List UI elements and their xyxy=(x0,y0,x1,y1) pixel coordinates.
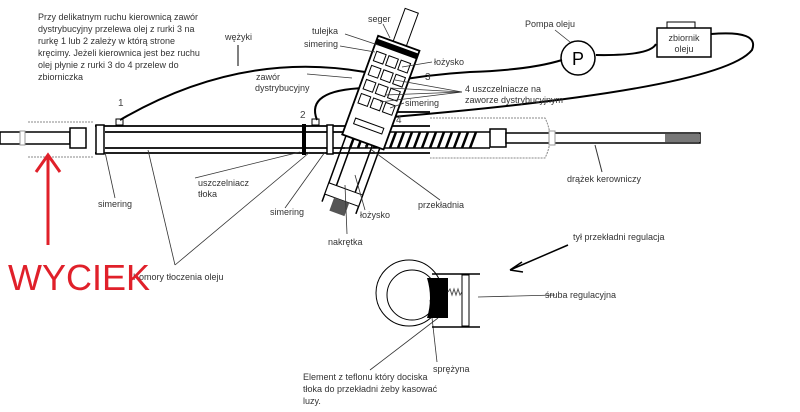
adjuster-detail xyxy=(375,259,480,328)
simering-top-label: simering xyxy=(304,39,338,49)
teflon-label-line2: tłoka do przekładni żeby kasować xyxy=(303,384,438,394)
spring-label: sprężyna xyxy=(433,364,470,374)
seals-label-line1: 4 uszczelniacze na xyxy=(465,84,541,94)
nut-label: nakrętka xyxy=(328,237,363,247)
description-line: Przy delikatnym ruchu kierownicą zawór xyxy=(38,12,198,22)
teflon-element xyxy=(427,278,448,318)
leader-lines xyxy=(104,23,571,371)
bearing-bottom-label: łożysko xyxy=(360,210,390,220)
adjust-screw-label: śruba regulacyjna xyxy=(545,290,616,300)
tie-rod-leader xyxy=(594,144,603,173)
hose-4-return xyxy=(379,32,755,119)
hose-1 xyxy=(119,65,366,121)
tie-rod-label: drążek kerowniczy xyxy=(567,174,642,184)
distribution-valve xyxy=(321,7,421,217)
simering-mid-label: simering xyxy=(270,207,304,217)
valve-label-line1: zawór xyxy=(256,72,280,82)
port-number-1: 1 xyxy=(118,98,124,109)
reservoir-label-line2: oleju xyxy=(674,44,693,54)
piston-seal-label-line1: uszczelniacz xyxy=(198,178,250,188)
teflon-label-line3: luzy. xyxy=(303,396,321,406)
simering-valve-label: simering xyxy=(405,98,439,108)
reservoir-cap xyxy=(666,21,696,29)
description-paragraph: Przy delikatnym ruchu kierownicą zawór d… xyxy=(38,12,200,82)
teflon-label-line1: Element z teflonu który dociska xyxy=(303,372,428,382)
reservoir-box xyxy=(656,27,712,58)
description-line: olej płynie z rurki 3 do 4 przelew do xyxy=(38,60,179,70)
port-number-3: 3 xyxy=(425,72,431,83)
leak-arrow-icon xyxy=(34,152,62,245)
hose-2 xyxy=(314,87,366,121)
spring-icon xyxy=(447,287,463,297)
leak-marker: WYCIEK xyxy=(8,152,150,298)
description-line: rurkę 1 lub 2 zależy w którą strone xyxy=(38,36,175,46)
reservoir-label-line1: zbiornik xyxy=(668,33,700,43)
piston-seal-label-line2: tłoka xyxy=(198,189,217,199)
description-line: dystrybucyjny przelewa olej z rurki 3 na xyxy=(38,24,195,34)
piston-seal xyxy=(302,124,306,155)
valve-label-line2: dystrybucyjny xyxy=(255,83,310,93)
description-line: zbiorniczka xyxy=(38,72,83,82)
seger-label: seger xyxy=(368,14,391,24)
leak-label: WYCIEK xyxy=(8,257,150,298)
rear-adjust-arrow-icon xyxy=(509,244,569,273)
pump-letter: P xyxy=(572,49,584,69)
adjust-plate xyxy=(461,274,470,327)
port-number-2: 2 xyxy=(300,110,306,121)
pump-symbol xyxy=(560,40,596,76)
tulejka-label: tulejka xyxy=(312,26,338,36)
pump-label: Pompa oleju xyxy=(525,19,575,29)
seals-label-line2: zaworze dystrybucyjnym xyxy=(465,95,563,105)
hose-pump-reservoir xyxy=(595,43,657,57)
port-2-fitting xyxy=(311,118,320,126)
port-1-fitting xyxy=(115,118,124,126)
chambers-label: Komory tłoczenia oleju xyxy=(133,272,224,282)
description-line: kręcimy. Jeżeli kierownica jest bez ruch… xyxy=(38,48,200,58)
port-number-4: 4 xyxy=(396,115,402,126)
left-rod xyxy=(0,121,93,158)
hoses-label: wężyki xyxy=(224,32,252,42)
tie-rod xyxy=(430,117,701,159)
rear-adjust-label: tył przekładni regulacja xyxy=(573,232,665,242)
simering-left-label: simering xyxy=(98,199,132,209)
bearing-top-label: łożysko xyxy=(434,57,464,67)
gear-label: przekładnia xyxy=(418,200,464,210)
